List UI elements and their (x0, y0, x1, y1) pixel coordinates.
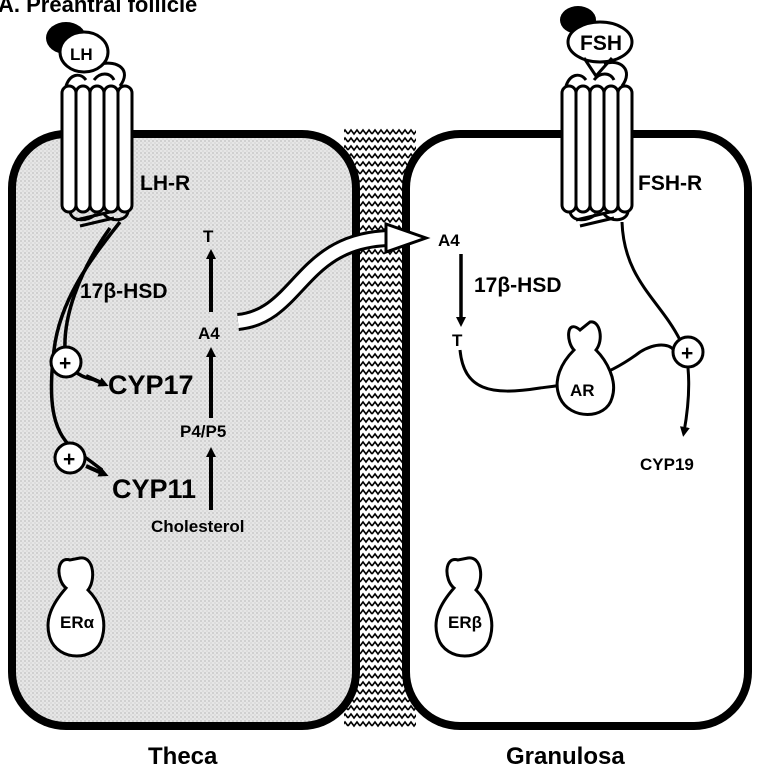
granulosa-t-label: T (452, 331, 463, 350)
theca-plus-cyp17: + (51, 347, 81, 377)
granulosa-17b-hsd-label: 17β-HSD (474, 274, 562, 297)
granulosa-caption: Granulosa (506, 743, 625, 770)
svg-text:+: + (681, 342, 693, 365)
granulosa-plus: + (673, 337, 703, 367)
theca-plus-cyp11: + (55, 443, 85, 473)
theca-a4-label: A4 (198, 324, 220, 343)
granulosa-a4-label: A4 (438, 231, 460, 250)
lh-r-label: LH-R (140, 172, 190, 195)
cyp19-label: CYP19 (640, 455, 694, 474)
fsh-r-label: FSH-R (638, 172, 702, 195)
p4p5-label: P4/P5 (180, 422, 226, 441)
fsh-receptor (562, 62, 632, 226)
theca-caption: Theca (148, 743, 218, 770)
er-beta-label: ERβ (448, 613, 482, 632)
svg-text:+: + (59, 352, 71, 375)
theca-17b-hsd-label: 17β-HSD (80, 280, 168, 303)
lh-hormone: LH (46, 22, 108, 72)
svg-text:+: + (63, 448, 75, 471)
theca-t-label: T (203, 227, 214, 246)
fsh-label: FSH (580, 32, 622, 55)
cyp17-label: CYP17 (108, 370, 194, 400)
lh-label: LH (70, 45, 93, 64)
cholesterol-label: Cholesterol (151, 517, 245, 536)
ar-label: AR (570, 381, 595, 400)
er-alpha-label: ERα (60, 613, 95, 632)
cyp11-label: CYP11 (112, 474, 196, 504)
lh-receptor (62, 63, 132, 226)
figure-heading: A. Preantral follicle (0, 0, 197, 17)
